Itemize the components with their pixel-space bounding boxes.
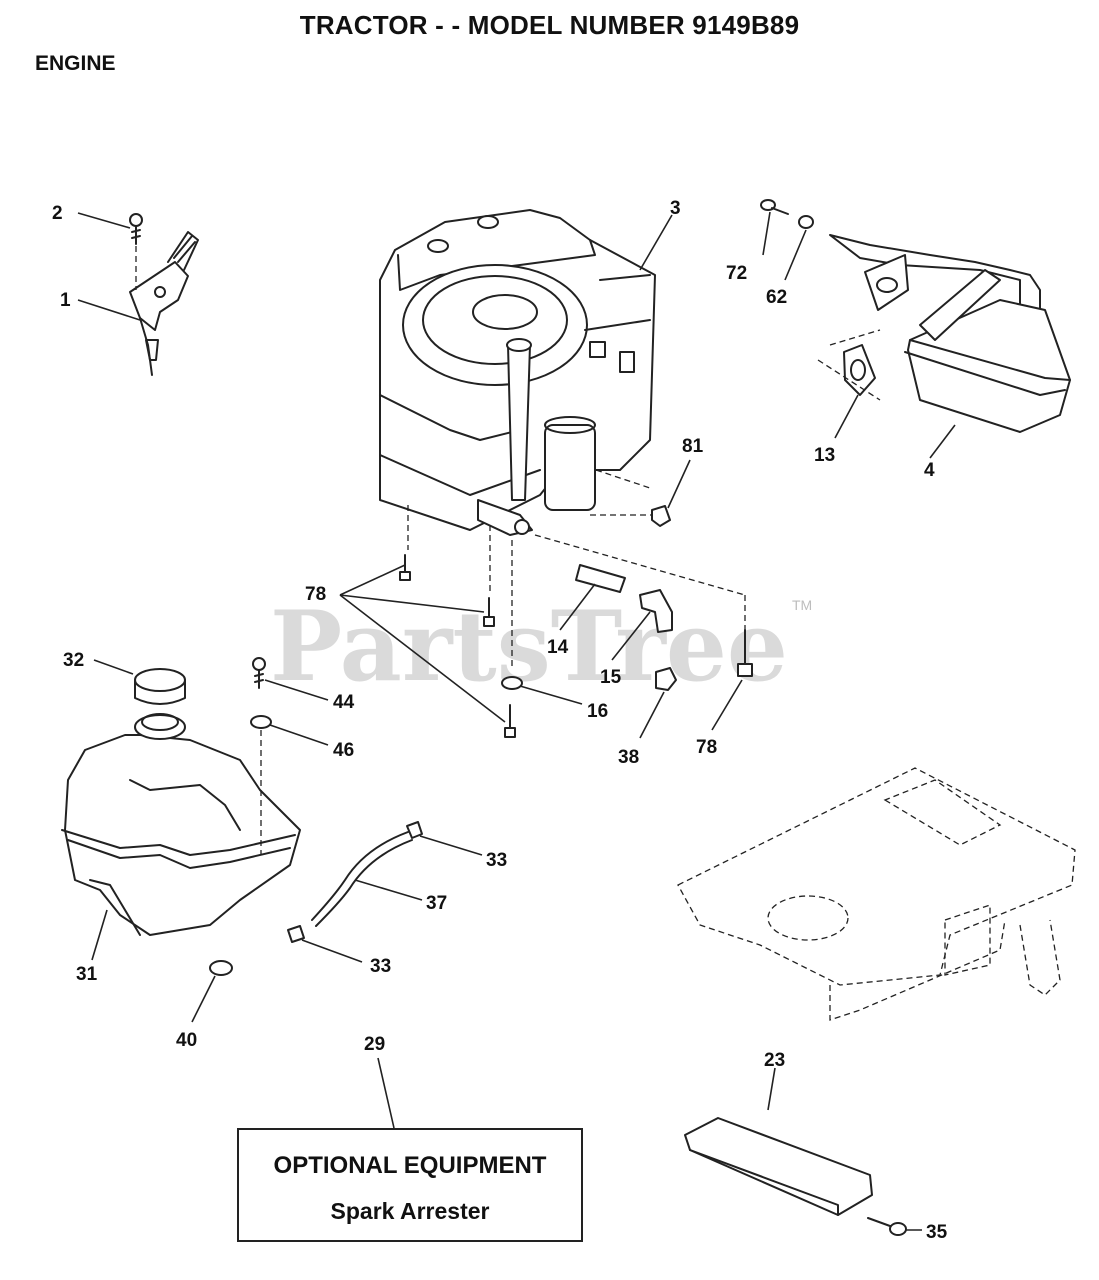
tank-screw-part[interactable] [252,657,266,689]
muffler-gasket-part[interactable] [843,344,876,396]
tractor-frame [677,767,1076,1021]
callout-15: 15 [600,667,622,688]
callout-14: 14 [547,637,569,658]
callout-31: 31 [76,964,98,985]
shield-bolt-part[interactable] [867,1217,907,1236]
engine-bolt-part[interactable] [399,554,753,738]
fuel-cap-part[interactable] [134,668,186,705]
callout-23: 23 [764,1050,785,1071]
bolt-part[interactable] [760,199,789,215]
fuel-line-part[interactable] [311,831,413,927]
screw-part[interactable] [129,213,143,290]
muffler-part[interactable] [829,234,1071,433]
engine-part[interactable] [379,209,656,536]
callout-1: 1 [60,290,71,311]
leader-lines [77,211,956,1231]
lock-nut-part[interactable] [651,505,671,527]
callout-4: 4 [924,460,935,481]
hose-clamp-lower-part[interactable] [287,925,305,943]
fuel-tank-part[interactable] [61,713,301,936]
callout-35: 35 [926,1222,948,1243]
optional-equipment-box: OPTIONAL EQUIPMENT Spark Arrester [237,1128,583,1242]
callout-44: 44 [333,692,355,713]
watermark-text: PartsTree [270,590,788,703]
page-title: TRACTOR - - MODEL NUMBER 9149B89 [299,10,800,40]
callout-29: 29 [364,1034,385,1055]
callout-16: 16 [587,701,608,722]
callout-81: 81 [682,436,704,457]
washer-part[interactable] [501,676,523,690]
oil-drain-pipe-part[interactable] [575,564,626,593]
tank-bushing-part[interactable] [209,960,233,976]
lock-washer-part[interactable] [798,215,814,229]
watermark-trademark: TM [792,597,812,613]
section-title: ENGINE [35,52,116,75]
callout-46: 46 [333,740,354,761]
heat-shield-part[interactable] [684,1117,873,1216]
callout-13: 13 [814,445,835,466]
hex-nut-part[interactable] [655,667,677,691]
tank-washer-part[interactable] [250,715,272,729]
optional-equipment-heading: OPTIONAL EQUIPMENT [273,1152,547,1179]
callout-40: 40 [176,1030,197,1051]
callout-78-engine: 78 [305,584,326,605]
callout-32: 32 [63,650,84,671]
elbow-fitting-part[interactable] [639,589,673,633]
callout-72: 72 [726,263,747,284]
callout-2: 2 [52,203,63,224]
callout-3: 3 [670,198,681,219]
callout-38: 38 [618,747,639,768]
callout-62: 62 [766,287,787,308]
callout-78-mount: 78 [696,737,717,758]
callout-33-upper: 33 [486,850,507,871]
callout-37: 37 [426,893,447,914]
callout-33-lower: 33 [370,956,391,977]
throttle-control-part[interactable] [129,231,199,376]
optional-equipment-item: Spark Arrester [330,1198,490,1224]
hose-clamp-part[interactable] [406,821,423,839]
